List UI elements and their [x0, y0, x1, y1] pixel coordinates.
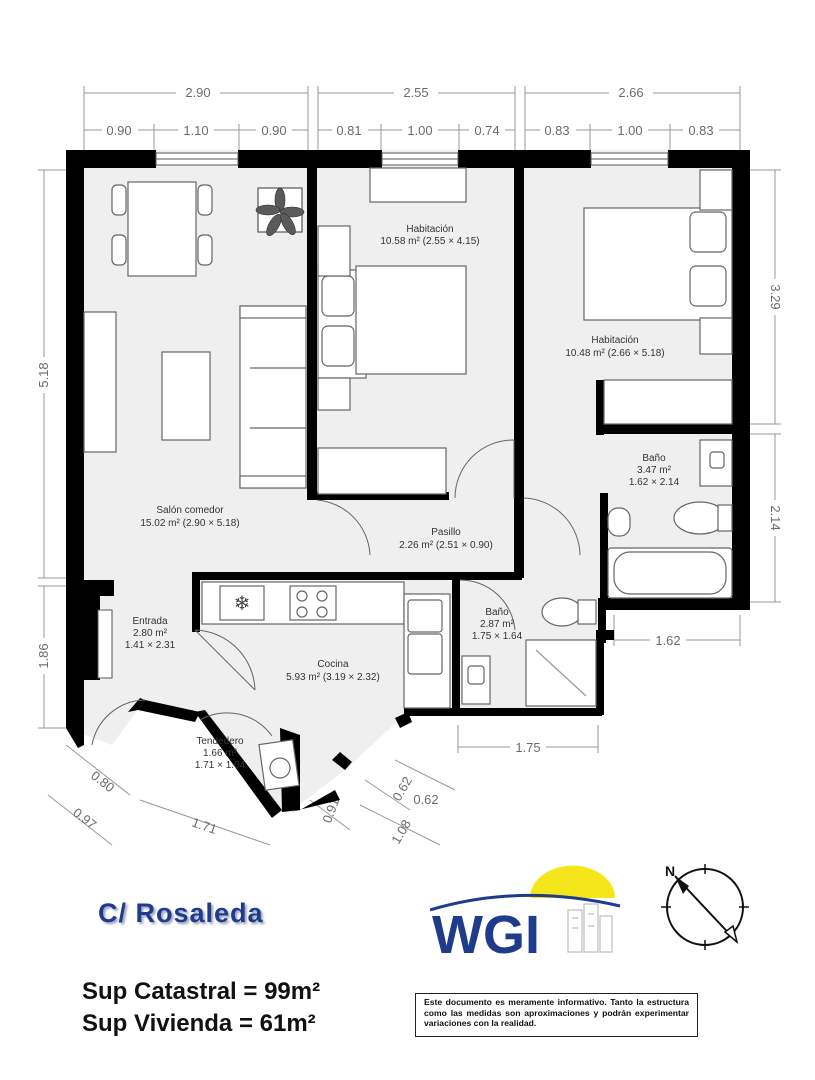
wgi-logo: WGI [430, 865, 621, 958]
wardrobe-1 [369, 167, 467, 203]
room-name-pasillo: Pasillo [431, 527, 461, 538]
cooktop [289, 585, 337, 621]
sun-shape [530, 865, 615, 898]
room-area-tendedero: 1.66 m² [203, 748, 238, 759]
desk-1 [317, 447, 447, 495]
room-name-entrada: Entrada [132, 616, 167, 627]
dim-seg-8: 1.00 [617, 123, 642, 138]
sofa [239, 305, 307, 489]
room-size-bano-2: 1.75 × 1.64 [472, 631, 523, 642]
tv-unit [83, 311, 117, 453]
room-name-bano-2: Baño [485, 607, 509, 618]
dim-top-1: 2.90 [185, 85, 210, 100]
dim-bottom-171: 1.71 [190, 815, 219, 837]
dim-seg-3: 0.90 [261, 123, 286, 138]
dim-bottom-097: 0.97 [70, 805, 99, 832]
dim-left-lower: 1.86 [36, 643, 51, 668]
dim-right-upper: 3.29 [768, 284, 783, 309]
logo-text: WGI [432, 905, 540, 958]
room-area-bano-1: 3.47 m² [637, 465, 672, 476]
room-name-tendedero: Tendedero [196, 736, 244, 747]
fridge [219, 585, 265, 621]
room-size-entrada: 1.41 × 2.31 [125, 640, 176, 651]
dim-seg-2: 1.10 [183, 123, 208, 138]
dim-seg-1: 0.90 [106, 123, 131, 138]
snowflake-icon: ❄ [234, 593, 251, 615]
north-compass: N [661, 863, 749, 950]
sup-catastral: Sup Catastral = 99m² [82, 978, 321, 1005]
room-area-habitacion-1: 10.58 m² (2.55 × 4.15) [380, 236, 479, 247]
room-area-entrada: 2.80 m² [133, 628, 168, 639]
room-labels: Habitación 10.58 m² (2.55 × 4.15) Habita… [125, 224, 680, 771]
room-name-salon: Salón comedor [156, 505, 224, 516]
room-area-habitacion-2: 10.48 m² (2.66 × 5.18) [565, 348, 664, 359]
dim-seg-4: 0.81 [336, 123, 361, 138]
dim-top-3: 2.66 [618, 85, 643, 100]
dim-top-2: 2.55 [403, 85, 428, 100]
windows [97, 152, 669, 679]
bidet [607, 507, 631, 537]
dim-bottom-080: 0.80 [88, 768, 117, 795]
building-icon [567, 903, 613, 953]
sup-vivienda: Sup Vivienda = 61m² [82, 1010, 316, 1037]
dim-bottom-062a: 0.62 [389, 774, 415, 803]
dim-right-lower: 2.14 [768, 505, 783, 530]
floor-plan: 2.90 2.55 2.66 0.90 1.10 0.90 0.81 1.00 … [35, 83, 784, 846]
walls [66, 150, 750, 818]
dim-bath-lower: 1.75 [515, 740, 540, 755]
dining-table [127, 181, 197, 277]
toilet-2 [541, 597, 583, 627]
room-name-habitacion-1: Habitación [406, 224, 453, 235]
north-arrow-icon [675, 876, 689, 894]
street-name: C/ Rosaleda [98, 898, 264, 928]
coffee-table [161, 351, 211, 441]
room-area-salon: 15.02 m² (2.90 × 5.18) [140, 518, 239, 529]
dim-left-upper: 5.18 [36, 362, 51, 387]
room-name-cocina: Cocina [317, 659, 349, 670]
room-name-habitacion-2: Habitación [591, 335, 638, 346]
dim-bottom-062b: 0.62 [413, 792, 438, 807]
furniture: ❄ [83, 167, 733, 791]
wardrobe-2 [603, 379, 733, 425]
dim-seg-6: 0.74 [474, 123, 499, 138]
dim-seg-9: 0.83 [688, 123, 713, 138]
bed-1 [355, 265, 467, 375]
dim-bath-right: 1.62 [655, 633, 680, 648]
room-size-tendedero: 1.71 × 1.04 [195, 760, 246, 771]
room-area-bano-2: 2.87 m² [480, 619, 515, 630]
room-area-pasillo: 2.26 m² (2.51 × 0.90) [399, 540, 493, 551]
room-area-cocina: 5.93 m² (3.19 × 2.32) [286, 672, 380, 683]
dim-seg-7: 0.83 [544, 123, 569, 138]
room-name-bano-1: Baño [642, 453, 666, 464]
room-size-bano-1: 1.62 × 2.14 [629, 477, 680, 488]
disclaimer-box: Este documento es meramente informativo.… [415, 993, 698, 1037]
doors [91, 439, 581, 746]
plant-icon [255, 187, 305, 236]
dim-seg-5: 1.00 [407, 123, 432, 138]
svg-text:N: N [665, 863, 675, 879]
